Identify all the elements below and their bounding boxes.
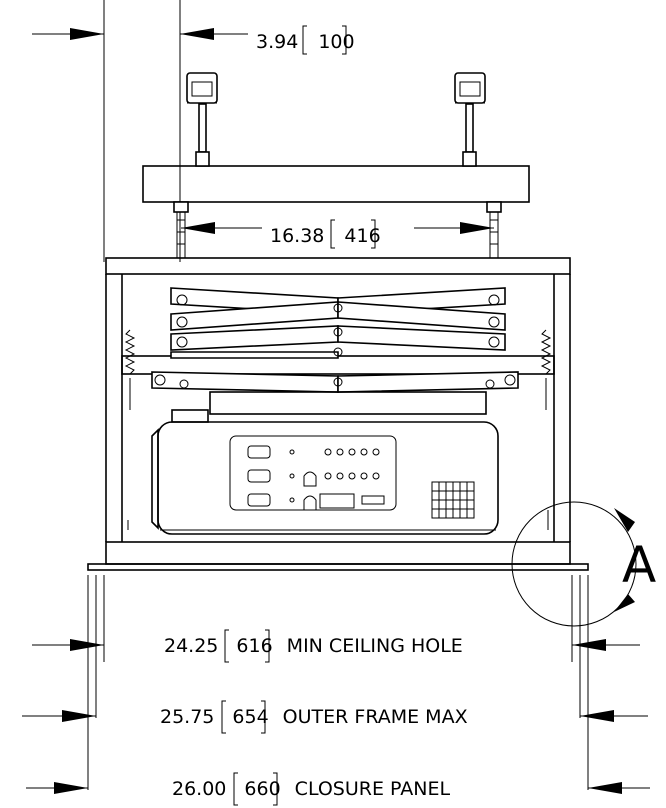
- scissor-mechanism: [151, 287, 519, 393]
- lift-frame: [87, 257, 589, 571]
- callout-arrow-upper: [614, 508, 635, 532]
- dimension-outer-frame: 25.75 654 OUTER FRAME MAX: [22, 700, 648, 734]
- dimension-ceiling-hole-metric: 616: [236, 635, 272, 657]
- dimension-ceiling-hole-value: 24.25: [164, 635, 218, 657]
- dimension-top-offset-metric: 100: [318, 31, 354, 53]
- dimension-stud-spacing-value: 16.38: [270, 225, 324, 247]
- extension-lines: [87, 0, 589, 790]
- projector: [151, 391, 499, 535]
- dimension-closure-panel-value: 26.00: [172, 778, 226, 800]
- callout-arrow-lower: [614, 594, 635, 612]
- dimension-stud-spacing-metric: 416: [344, 225, 380, 247]
- dimension-top-offset-value: 3.94: [256, 31, 298, 53]
- detail-callout-label: A: [622, 536, 656, 594]
- dimension-closure-panel-label: CLOSURE PANEL: [295, 778, 451, 800]
- ceiling-mount-plate: [142, 165, 530, 203]
- threaded-stud-left: [173, 72, 218, 259]
- dimension-top-offset: 3.94 100: [32, 25, 355, 55]
- dimension-stud-spacing: 16.38 416: [181, 219, 494, 249]
- detail-callout-circle: [511, 501, 637, 627]
- dimension-closure-panel: 26.00 660 CLOSURE PANEL: [26, 772, 650, 806]
- dimension-ceiling-hole-label: MIN CEILING HOLE: [287, 635, 463, 657]
- dimension-outer-frame-label: OUTER FRAME MAX: [283, 706, 468, 728]
- dimension-outer-frame-value: 25.75: [160, 706, 214, 728]
- dimension-ceiling-hole: 24.25 616 MIN CEILING HOLE: [32, 629, 640, 663]
- dimension-closure-panel-metric: 660: [244, 778, 280, 800]
- threaded-stud-right: [454, 72, 502, 259]
- dimension-outer-frame-metric: 654: [232, 706, 268, 728]
